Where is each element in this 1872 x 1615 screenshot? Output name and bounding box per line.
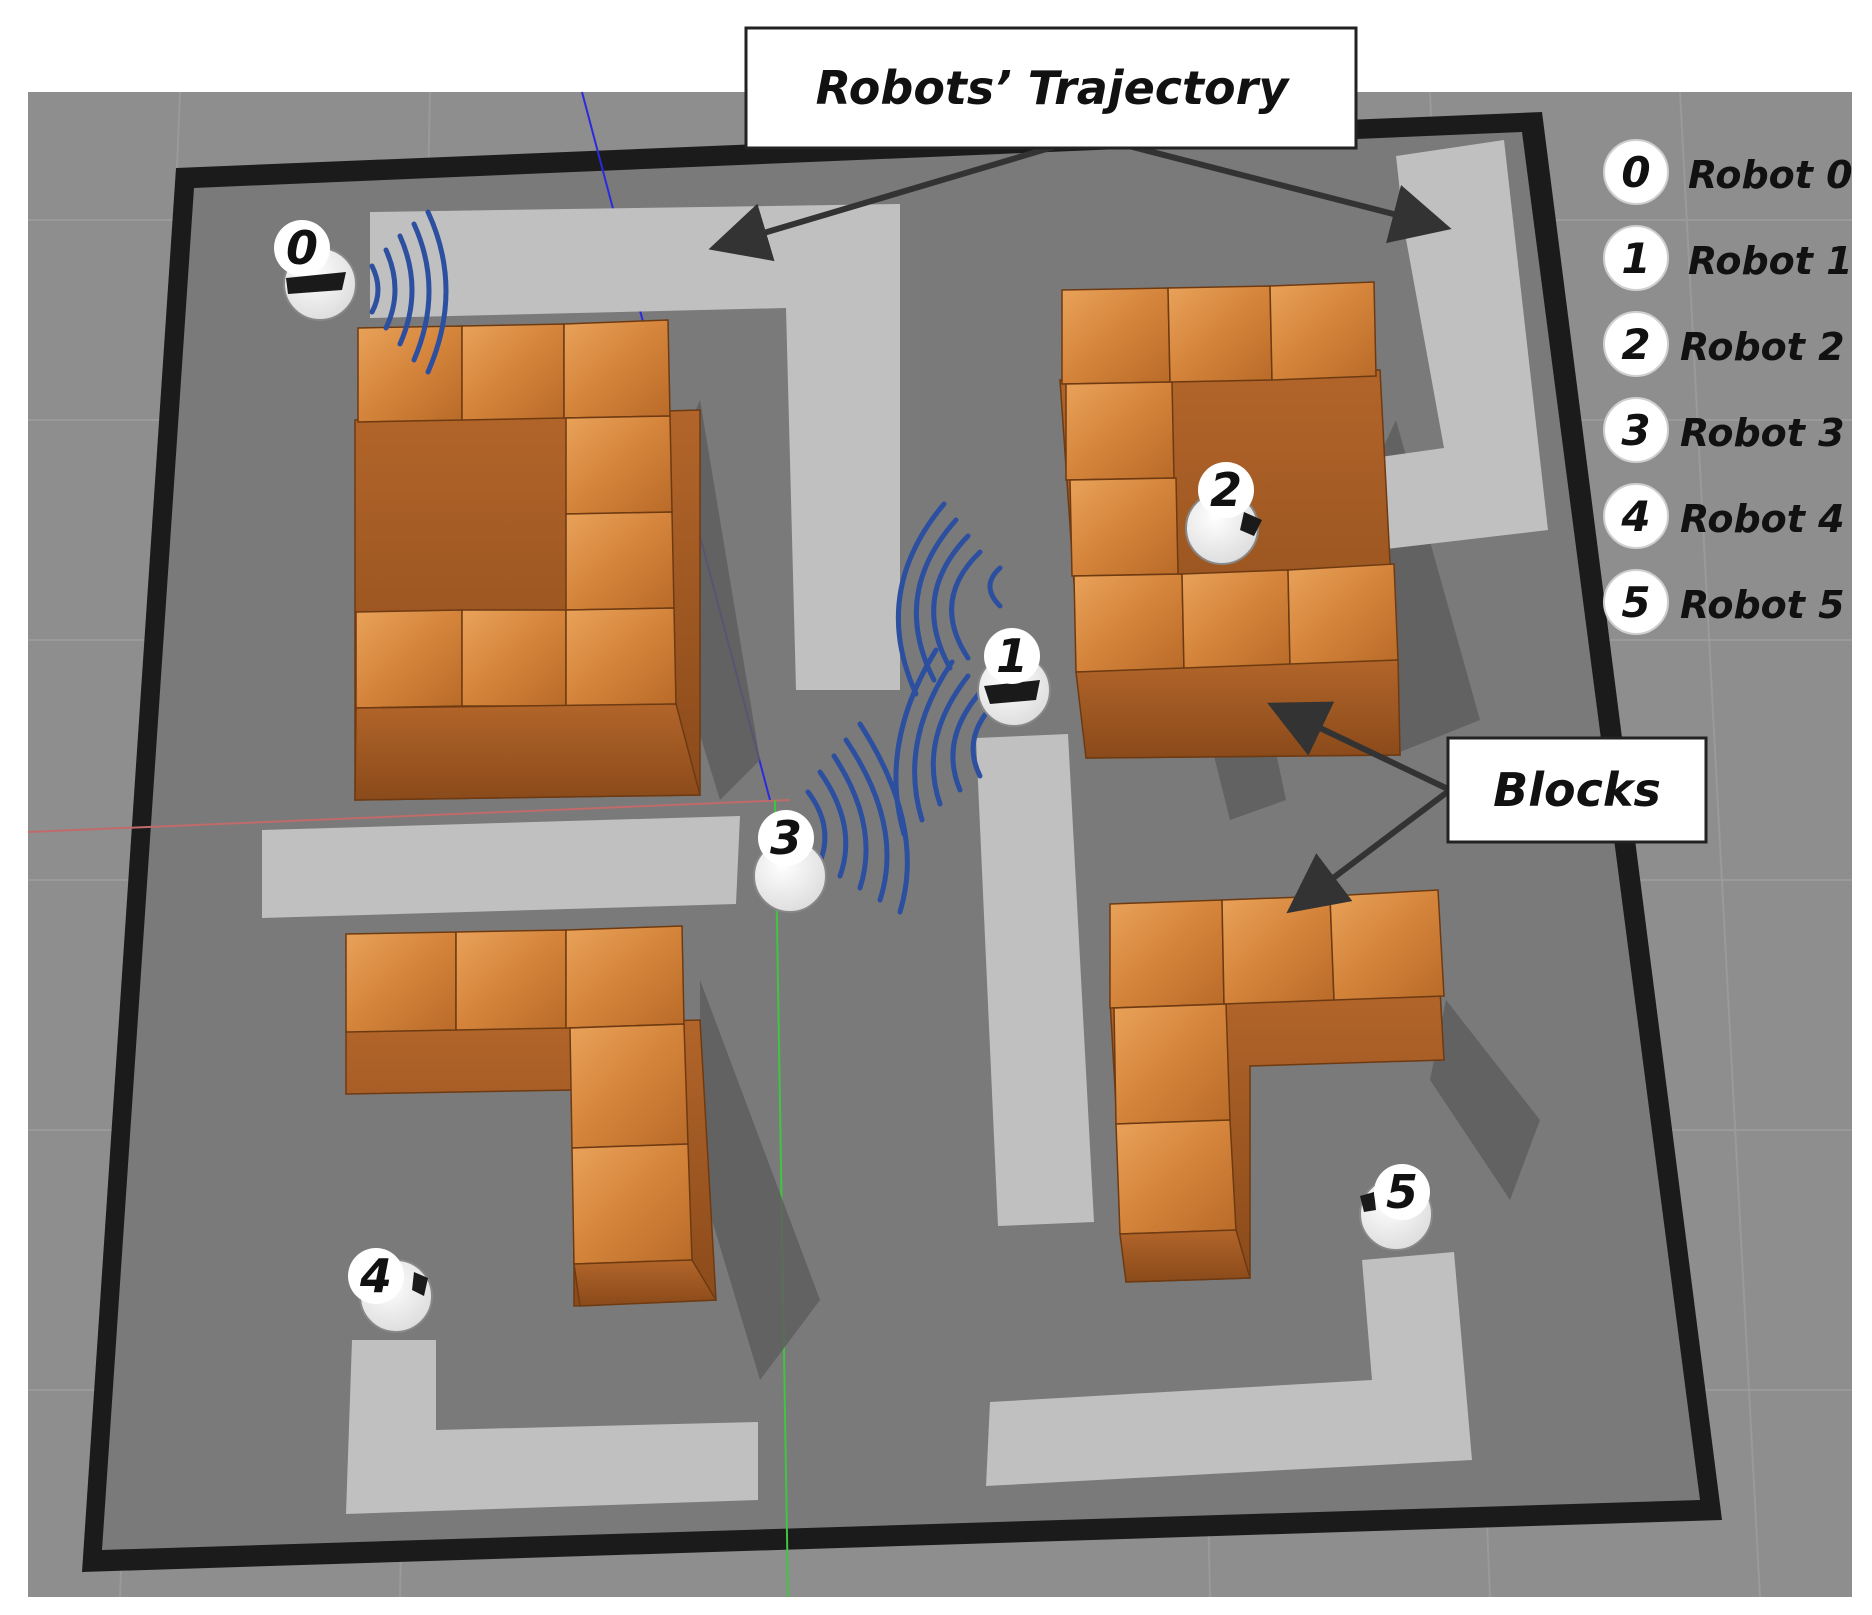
legend-num-0: 0: [1621, 148, 1650, 197]
block: [565, 925, 685, 1029]
robot-5-label: 5: [1386, 1165, 1418, 1219]
block: [1061, 287, 1171, 385]
legend-item-robot-1: 1 Robot 1: [1603, 225, 1853, 291]
robot-3: 3: [753, 810, 827, 913]
trajectory-callout-text: Robots’ Trajectory: [816, 61, 1291, 115]
legend-label-0: Robot 0: [1688, 153, 1853, 197]
block: [565, 607, 677, 707]
robot-0-label-bg: [274, 220, 330, 276]
block-group-bottom-left: [345, 925, 718, 1307]
block: [455, 929, 567, 1031]
legend-num-2: 2: [1621, 320, 1650, 369]
legend-label-5: Robot 5: [1680, 583, 1845, 627]
legend-num-3: 3: [1621, 406, 1650, 455]
signal-waves: [369, 209, 1003, 915]
robot-1: 1: [977, 628, 1051, 727]
robot-1-label: 1: [996, 629, 1028, 683]
robot-legend: 0 Robot 0 1 Robot 1 2 Robot 2 3 Robot 3 …: [1603, 139, 1853, 635]
legend-num-4: 4: [1620, 492, 1650, 541]
robot-0: 0: [274, 220, 357, 321]
block: [1115, 1119, 1237, 1235]
legend-label-3: Robot 3: [1680, 411, 1845, 455]
trajectory-arrow-right: [1089, 133, 1452, 244]
legend-num-5: 5: [1621, 578, 1650, 627]
legend-label-4: Robot 4: [1680, 497, 1845, 541]
path-middle-vertical: [976, 734, 1094, 1226]
robot-5-label-bg: [1374, 1164, 1430, 1220]
legend-item-robot-5: 5 Robot 5: [1603, 569, 1845, 635]
robot-3-label: 3: [770, 811, 802, 865]
path-bottom-right: [986, 1252, 1472, 1486]
block: [1181, 569, 1291, 671]
robot-2: 2: [1185, 462, 1262, 565]
trajectory-callout-box: [744, 26, 1358, 150]
block: [1221, 895, 1335, 1005]
block: [1109, 899, 1225, 1009]
path-bottom-left: [346, 1340, 758, 1514]
legend-item-robot-2: 2 Robot 2: [1603, 311, 1845, 377]
block: [461, 323, 565, 421]
block: [461, 609, 567, 707]
robot-3-label-bg: [758, 810, 814, 866]
legend-item-robot-3: 3 Robot 3: [1603, 397, 1845, 463]
callout-trajectory: Robots’ Trajectory: [708, 26, 1452, 262]
robot-5: 5: [1359, 1164, 1433, 1251]
robot-0-label: 0: [286, 221, 318, 275]
block-group-bottom-right: [1109, 889, 1445, 1283]
block: [1073, 573, 1185, 673]
block: [563, 319, 671, 419]
robot-1-label-bg: [984, 628, 1040, 684]
legend-item-robot-4: 4 Robot 4: [1603, 483, 1845, 549]
robot-4: 4: [348, 1248, 433, 1333]
blocks-callout-box: [1446, 736, 1708, 844]
block: [1065, 381, 1175, 481]
robot-2-label-bg: [1198, 462, 1254, 518]
block-group-top-right: [1059, 281, 1401, 759]
callout-blocks: Blocks: [1267, 701, 1708, 914]
legend-item-robot-0: 0 Robot 0: [1603, 139, 1853, 205]
x-axis-line: [27, 799, 791, 833]
block-group-top-left: [354, 319, 701, 801]
legend-label-1: Robot 1: [1688, 239, 1853, 283]
block: [1287, 563, 1399, 667]
block: [571, 1143, 693, 1265]
blocks-arrow-lower: [1286, 787, 1452, 914]
robot-2-label: 2: [1210, 463, 1242, 517]
path-top-right: [1274, 140, 1548, 562]
block: [565, 511, 675, 611]
block: [357, 325, 463, 423]
block: [569, 1023, 689, 1149]
robot-4-label-bg: [348, 1248, 404, 1304]
signal-robot-1-upper: [895, 501, 1003, 697]
block: [345, 931, 457, 1033]
path-middle-left: [262, 816, 740, 918]
legend-num-1: 1: [1621, 234, 1650, 283]
block: [1269, 281, 1377, 381]
signal-robot-0: [369, 209, 449, 375]
block: [565, 415, 673, 515]
robot-4-label: 4: [359, 1249, 392, 1303]
block: [1069, 477, 1179, 577]
block: [1329, 889, 1445, 1001]
blocks-arrow-upper: [1267, 701, 1452, 793]
block: [1113, 1003, 1231, 1125]
blocks-callout-text: Blocks: [1493, 763, 1661, 817]
block: [1167, 285, 1273, 383]
trajectory-arrow-left: [708, 133, 1091, 262]
block: [355, 609, 463, 709]
legend-label-2: Robot 2: [1680, 325, 1845, 369]
signal-robot-3: [805, 721, 910, 915]
